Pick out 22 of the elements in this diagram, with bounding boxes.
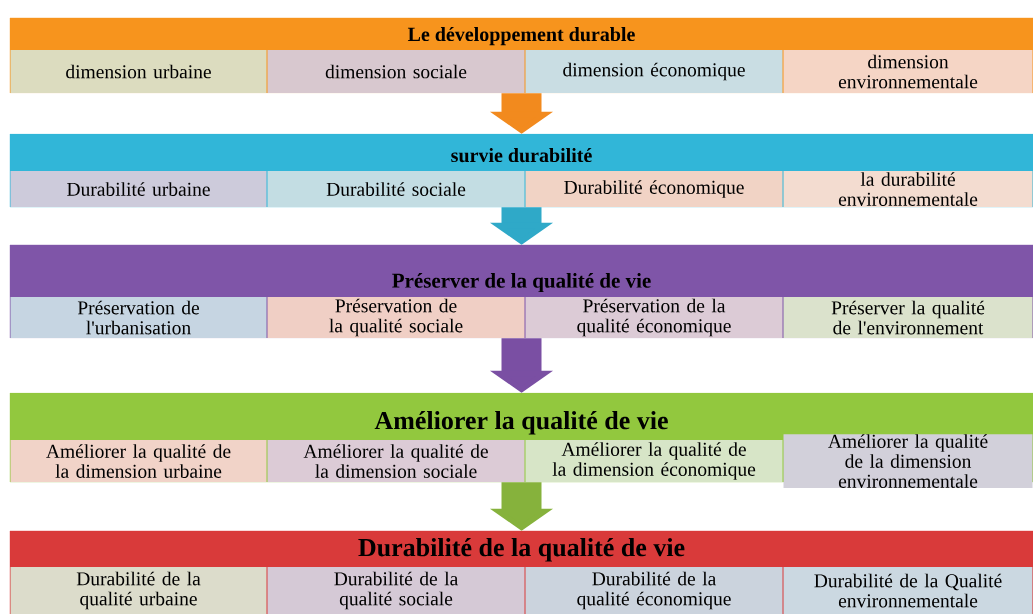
cell-box: Durabilité de la qualité urbaine	[10, 567, 267, 614]
cell-box: Durabilité de la Qualité environnementale	[783, 567, 1033, 614]
cell-box: Durabilité urbaine	[10, 171, 267, 207]
cell-box: Préservation de la qualité économique	[525, 297, 783, 338]
cell-box: Améliorer la qualité de la dimension urbaine	[10, 440, 267, 482]
cell-box: Améliorer la qualité de la dimension économique	[525, 440, 783, 482]
cell-box: Durabilité économique	[525, 171, 783, 207]
cell-box: Durabilité de la qualité économique	[525, 567, 783, 614]
cell-box: la durabilité environnementale	[783, 171, 1033, 207]
cell-box: Durabilité sociale	[267, 171, 525, 207]
node-label: Durabilité de la Qualité environnementale	[814, 573, 1002, 608]
cell-box: Préservation de l'urbanisation	[10, 297, 267, 338]
cell-box: dimension urbaine	[10, 50, 267, 93]
cell-box: dimension économique	[525, 50, 783, 93]
cell-box: Améliorer la qualité de la dimension environnementale	[783, 434, 1033, 488]
cell-box: Améliorer la qualité de la dimension sociale	[267, 440, 525, 482]
cell-box: Préserver la qualité de l'environnement	[783, 297, 1033, 338]
cell-box: dimension sociale	[267, 50, 525, 93]
cell-box: Préservation de la qualité sociale	[267, 297, 525, 338]
node-label: Durabilité de la qualité économique	[577, 571, 731, 610]
cell-box: Durabilité de la qualité sociale	[267, 567, 525, 614]
cell-box: dimension environnementale	[783, 50, 1033, 93]
